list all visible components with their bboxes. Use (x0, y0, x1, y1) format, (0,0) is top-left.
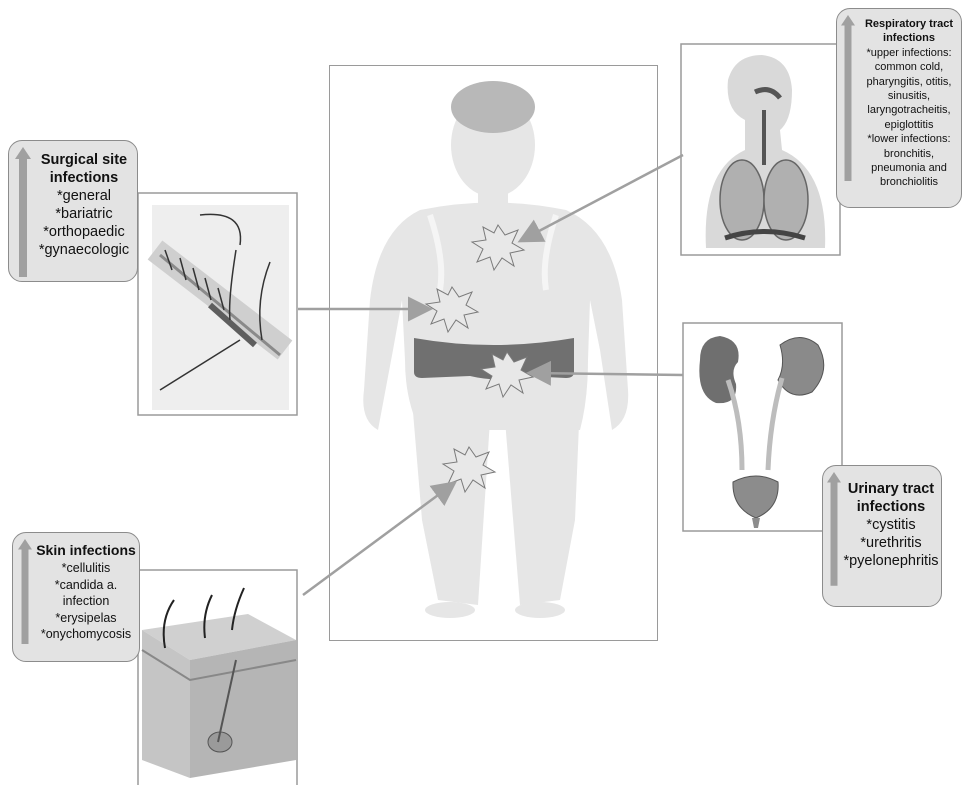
respiratory-item: *lower infections: (859, 132, 959, 146)
surgical-item: *orthopaedic (35, 223, 133, 241)
respiratory-item: *upper infections: (859, 46, 959, 60)
skin-item: *candida a. (35, 577, 137, 594)
arrow-respiratory (522, 155, 683, 240)
respiratory-item: sinusitis, (859, 89, 959, 103)
respiratory-title-2: infections (859, 31, 959, 45)
surgical-item: *bariatric (35, 205, 133, 223)
urinary-item: *pyelonephritis (843, 552, 939, 570)
skin-item: *erysipelas (35, 610, 137, 627)
surgical-title-2: infections (35, 169, 133, 187)
suture-wound-icon (152, 205, 289, 410)
surgical-title-1: Surgical site (35, 151, 133, 169)
skin-cross-section-icon (142, 588, 296, 778)
respiratory-item: pneumonia and (859, 161, 959, 175)
up-arrow-icon (841, 15, 855, 181)
skin-item: *onychomycosis (35, 626, 137, 643)
respiratory-item: bronchitis, (859, 147, 959, 161)
respiratory-item: bronchiolitis (859, 175, 959, 189)
urinary-tract-infections-label: Urinary tract infections *cystitis *uret… (822, 465, 942, 607)
respiratory-item: laryngotracheitis, (859, 103, 959, 117)
respiratory-item: common cold, (859, 60, 959, 74)
up-arrow-icon (827, 472, 841, 586)
up-arrow-icon (15, 147, 31, 277)
skin-title: Skin infections (35, 541, 137, 560)
respiratory-title-1: Respiratory tract (859, 17, 959, 31)
surgical-item: *gynaecologic (35, 241, 133, 259)
urinary-title-2: infections (843, 498, 939, 516)
respiratory-item: pharyngitis, otitis, (859, 75, 959, 89)
skin-infections-label: Skin infections *cellulitis *candida a. … (12, 532, 140, 662)
surgical-site-infections-label: Surgical site infections *general *baria… (8, 140, 138, 282)
skin-item: infection (35, 593, 137, 610)
urinary-item: *urethritis (843, 534, 939, 552)
respiratory-item: epiglottitis (859, 118, 959, 132)
skin-item: *cellulitis (35, 560, 137, 577)
urinary-title-1: Urinary tract (843, 480, 939, 498)
urinary-item: *cystitis (843, 516, 939, 534)
surgical-item: *general (35, 187, 133, 205)
up-arrow-icon (18, 539, 32, 644)
respiratory-tract-infections-label: Respiratory tract infections *upper infe… (836, 8, 962, 208)
